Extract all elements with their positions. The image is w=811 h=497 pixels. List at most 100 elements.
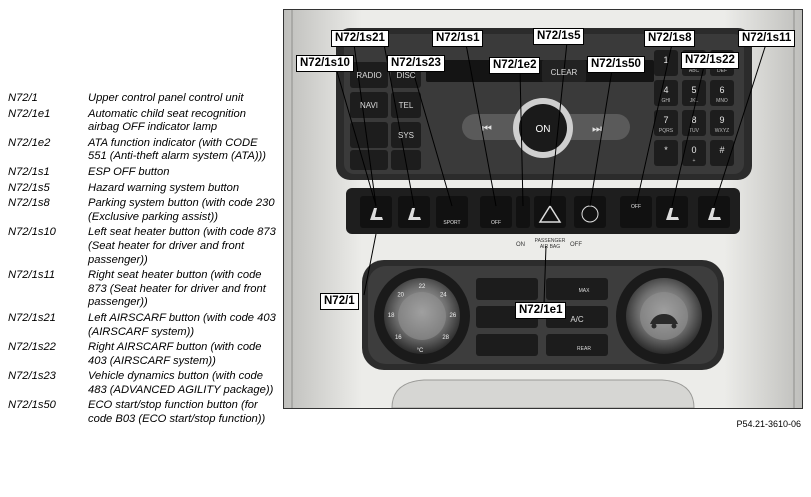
leader-line bbox=[335, 67, 377, 207]
callout-e1: N72/1e1 bbox=[515, 302, 567, 319]
airscarf-icon bbox=[666, 208, 679, 220]
dial-tick-label: 18 bbox=[388, 313, 395, 319]
legend-description: Automatic child seat recognition airbag … bbox=[88, 107, 246, 134]
storage-opening bbox=[391, 379, 695, 408]
dial-tick-label: 20 bbox=[397, 293, 404, 299]
keypad-key-letters: DEF bbox=[717, 68, 727, 74]
airflow-down-button[interactable] bbox=[476, 334, 538, 356]
keypad-key[interactable] bbox=[682, 110, 706, 136]
next-icon[interactable]: ⏭ bbox=[592, 123, 602, 135]
ac-label: A/C bbox=[570, 315, 584, 324]
legend-description: ATA function indicator (with CODE 551 (A… bbox=[88, 136, 266, 163]
callout-s1: N72/1s1 bbox=[432, 30, 484, 47]
climate-buttons bbox=[476, 278, 608, 356]
callout-s11: N72/1s11 bbox=[738, 30, 796, 47]
dial-tick-label: 22 bbox=[419, 284, 426, 290]
keypad-key[interactable] bbox=[654, 140, 678, 166]
legend-description: Left AIRSCARF button (with code 403 (AIR… bbox=[88, 311, 276, 338]
rear-defrost-button[interactable] bbox=[546, 334, 608, 356]
callout-e2: N72/1e2 bbox=[489, 57, 541, 74]
keypad-key-letters: WXYZ bbox=[715, 128, 729, 134]
keypad-key-number: 6 bbox=[719, 85, 724, 95]
airbag-passenger-label: PASSENGER bbox=[535, 238, 566, 244]
legend-row: N72/1s1 ESP OFF button bbox=[8, 166, 278, 180]
callout-n72: N72/1 bbox=[320, 293, 359, 310]
keypad-key[interactable] bbox=[654, 110, 678, 136]
dial-tick-label: 16 bbox=[395, 335, 402, 341]
callout-s23: N72/1s23 bbox=[387, 55, 445, 72]
legend-code: N72/1s1 bbox=[8, 165, 50, 178]
seat-heater-icon bbox=[370, 208, 383, 220]
keypad-key[interactable] bbox=[654, 50, 678, 76]
disc-label: DISC bbox=[396, 71, 415, 80]
left-dial-unit: °C bbox=[417, 348, 424, 354]
parking-system-button[interactable] bbox=[620, 196, 652, 228]
leader-line bbox=[363, 233, 377, 296]
left-dial-ticks: 16 18 20 22 24 26 28 bbox=[388, 284, 457, 341]
sport-label: SPORT bbox=[443, 220, 460, 226]
legend-code: N72/1s22 bbox=[8, 341, 56, 354]
figure-reference: P54.21-3610-06 bbox=[736, 419, 801, 429]
leader-line bbox=[549, 41, 568, 207]
keypad-key-letters: MNO bbox=[716, 98, 728, 104]
sys-button[interactable] bbox=[391, 122, 421, 148]
keypad-key-letters: + bbox=[693, 158, 696, 164]
navi-button[interactable] bbox=[350, 92, 388, 118]
legend-description: Vehicle dynamics button (with code 483 (… bbox=[88, 370, 274, 396]
keypad-key-number: 7 bbox=[663, 115, 668, 125]
parking-off-label: OFF bbox=[631, 204, 641, 210]
keypad-key[interactable] bbox=[710, 80, 734, 106]
car-icon bbox=[650, 314, 678, 329]
keypad-key[interactable] bbox=[682, 80, 706, 106]
callout-s21: N72/1s21 bbox=[331, 30, 389, 47]
eco-start-stop-button[interactable] bbox=[574, 196, 606, 228]
legend-description: ESP OFF button bbox=[88, 165, 170, 178]
max-label: MAX bbox=[579, 288, 591, 294]
keypad-key-letters: TUV bbox=[689, 128, 700, 134]
legend-description: Right AIRSCARF button (with code 403 (AI… bbox=[88, 341, 262, 367]
airflow-up-button[interactable] bbox=[476, 278, 538, 300]
legend-description: Right seat heater button (with code 873 … bbox=[88, 269, 266, 309]
mute-button[interactable] bbox=[350, 122, 388, 148]
leader-line bbox=[353, 43, 377, 207]
keypad-key[interactable] bbox=[682, 140, 706, 166]
esp-off-button[interactable] bbox=[480, 196, 512, 228]
radio-label: RADIO bbox=[356, 71, 381, 80]
keypad-key[interactable] bbox=[710, 110, 734, 136]
function-buttons bbox=[360, 196, 730, 228]
legend-code: N72/1s10 bbox=[8, 226, 56, 239]
airscarf-icon bbox=[408, 208, 421, 220]
ata-indicator bbox=[516, 196, 530, 228]
dial-tick-label: 26 bbox=[450, 313, 457, 319]
keypad-key-letters: PQRS bbox=[659, 128, 674, 134]
max-defrost-button[interactable] bbox=[546, 278, 608, 300]
clear-label: CLEAR bbox=[551, 68, 578, 77]
leader-line bbox=[411, 67, 453, 207]
legend-description: Left seat heater button (with code 873 (… bbox=[88, 226, 276, 266]
tel-label: TEL bbox=[399, 101, 414, 110]
tel-button[interactable] bbox=[391, 92, 421, 118]
dial-tick-label: 28 bbox=[442, 335, 449, 341]
dial-tick-label: 24 bbox=[440, 293, 447, 299]
legend-code: N72/1s5 bbox=[8, 181, 50, 194]
legend-row: N72/1s10 Left seat heater button (with co… bbox=[8, 226, 278, 267]
airbag-on-label: ON bbox=[516, 242, 525, 248]
call-end-button[interactable] bbox=[391, 150, 421, 170]
call-accept-button[interactable] bbox=[350, 150, 388, 170]
keypad-key-number: 5 bbox=[691, 85, 696, 95]
on-label: ON bbox=[536, 124, 551, 135]
keypad-key-number: 8 bbox=[691, 115, 696, 125]
on-knob[interactable] bbox=[519, 104, 567, 152]
vehicle-dynamics-button[interactable] bbox=[436, 196, 468, 228]
prev-icon[interactable]: ⏮ bbox=[482, 123, 492, 135]
keypad-key[interactable] bbox=[710, 140, 734, 166]
hazard-warning-button[interactable] bbox=[534, 196, 566, 228]
